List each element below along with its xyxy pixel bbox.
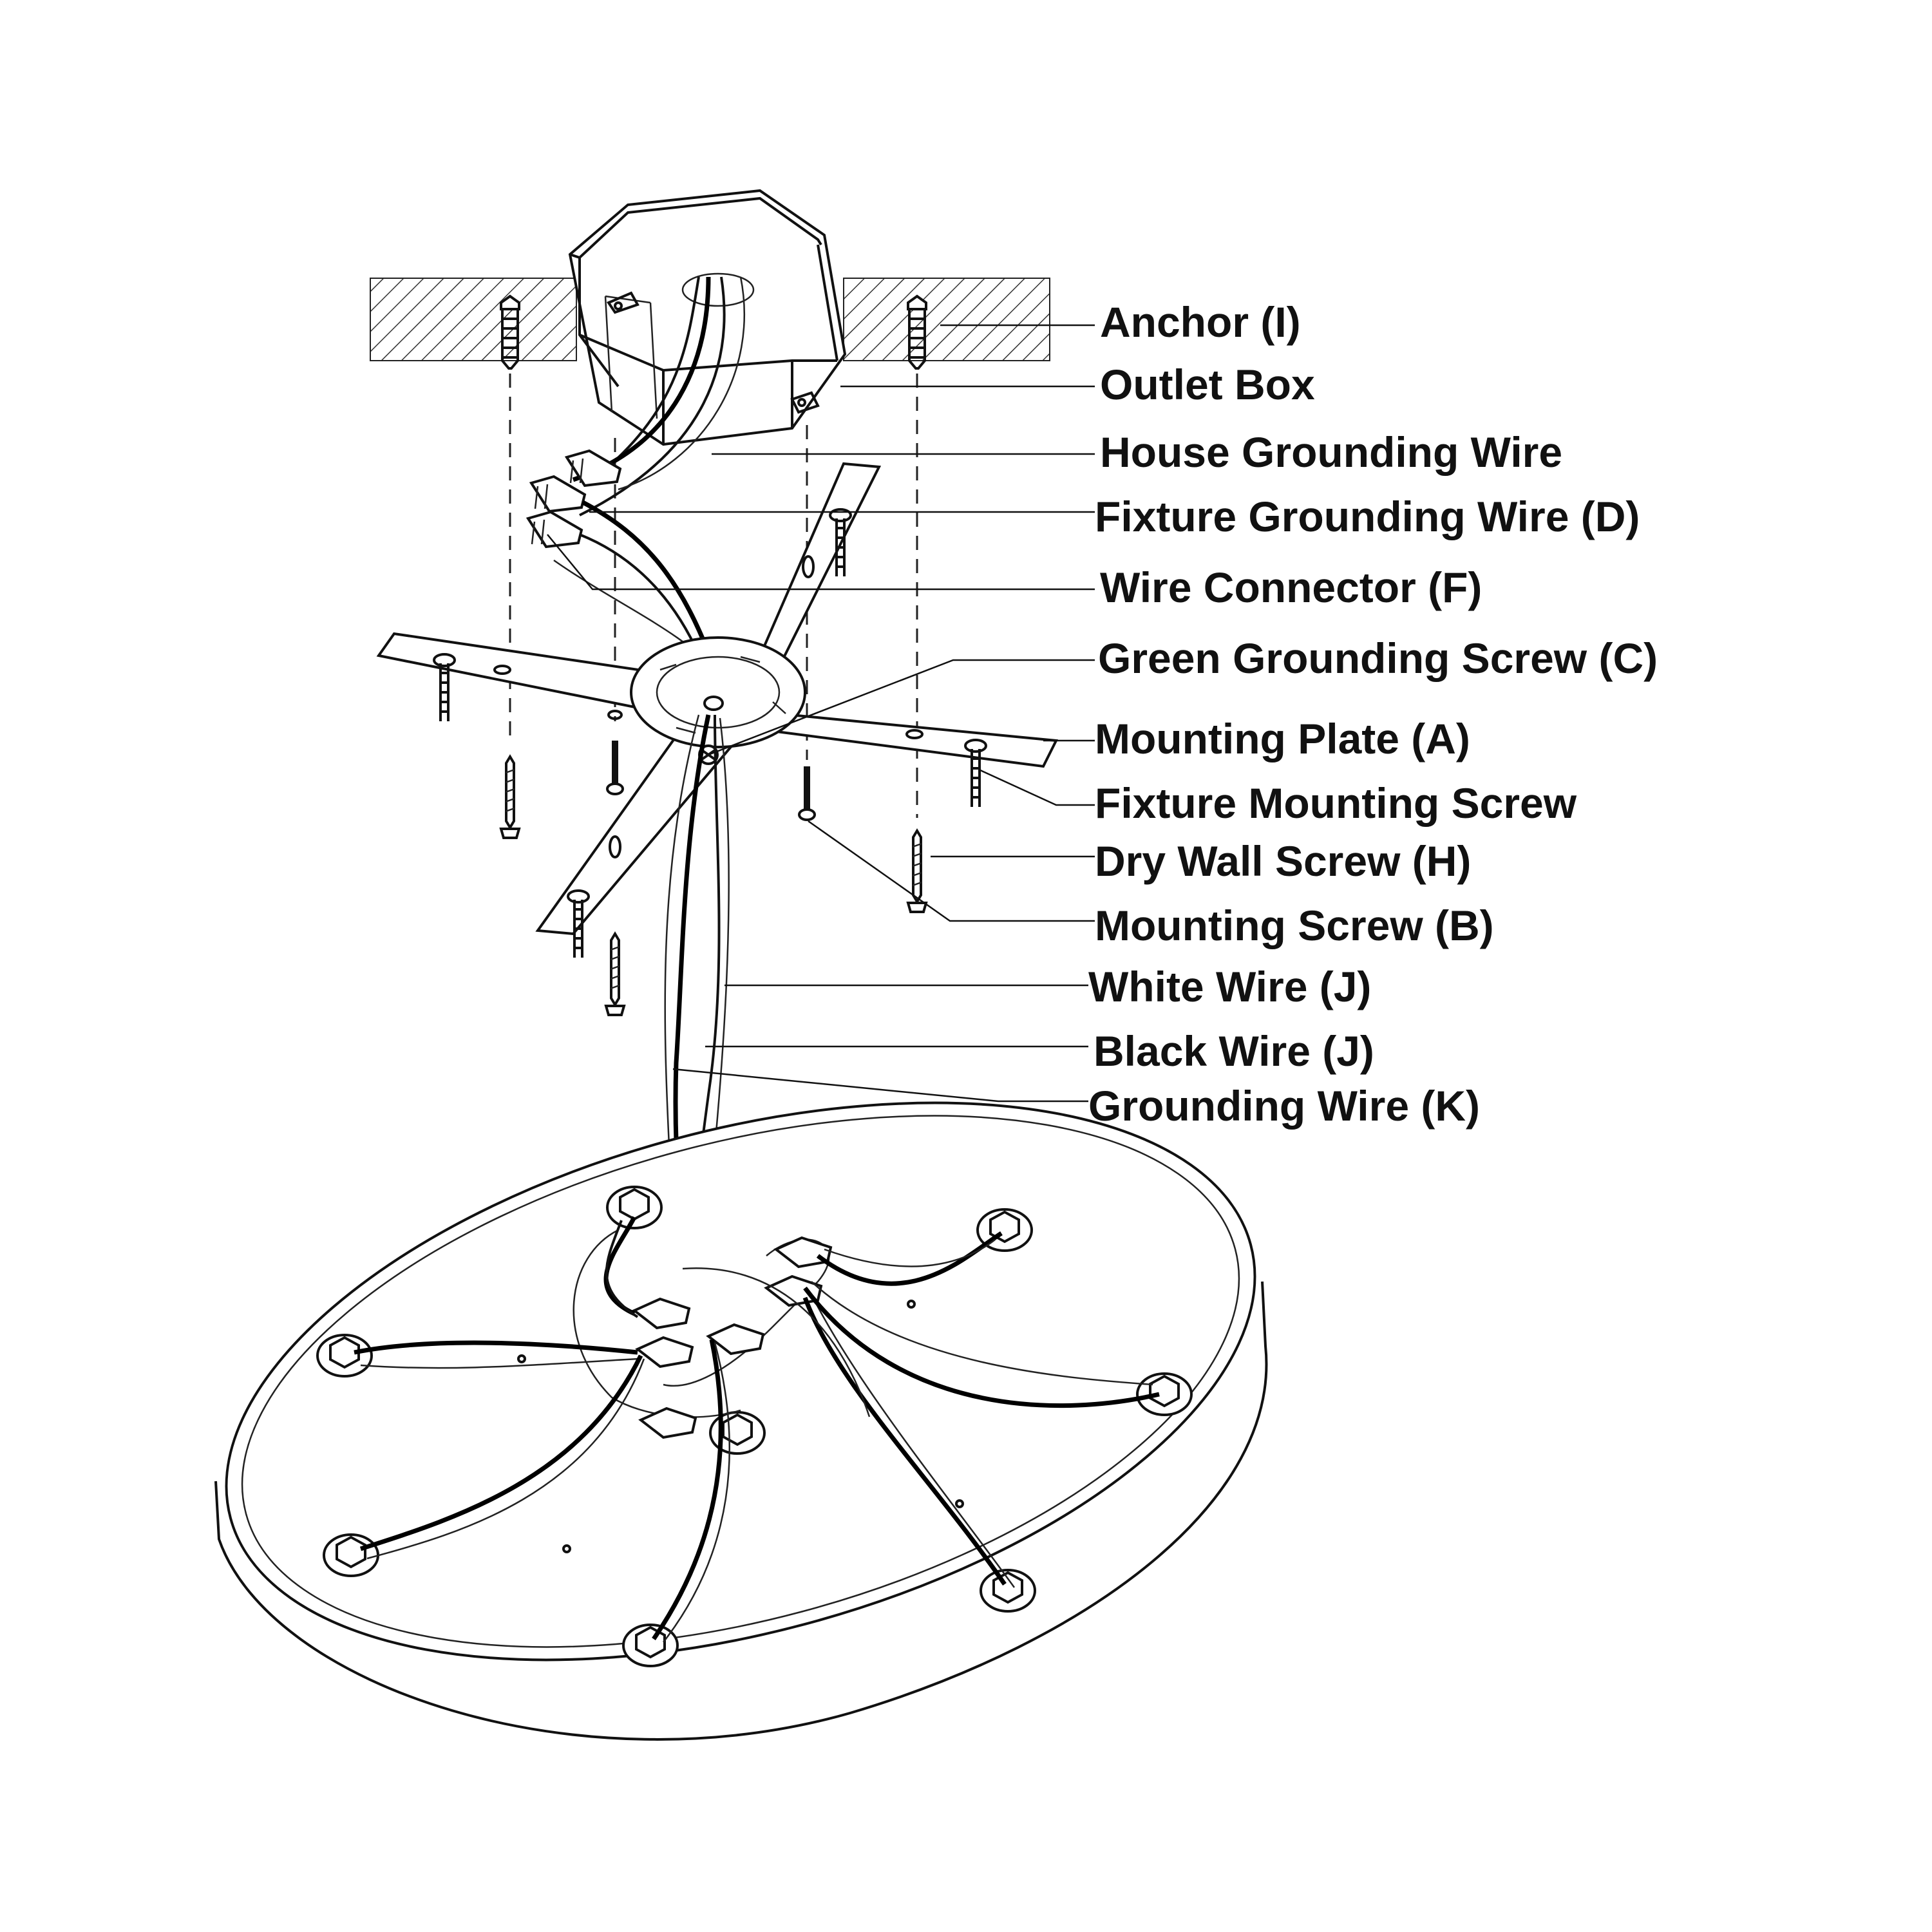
label-black-wire: Black Wire (J) [1094, 1027, 1374, 1075]
label-green-grounding-screw: Green Grounding Screw (C) [1098, 634, 1658, 682]
label-wire-connector: Wire Connector (F) [1100, 564, 1482, 611]
base-holes [517, 1300, 964, 1553]
label-dry-wall-screw: Dry Wall Screw (H) [1095, 837, 1471, 885]
label-fixture-grounding-wire: Fixture Grounding Wire (D) [1095, 493, 1640, 540]
label-house-grounding-wire: House Grounding Wire [1100, 428, 1562, 476]
wire-connectors-top [526, 449, 622, 549]
labels: Anchor (I) Outlet Box House Grounding Wi… [1088, 298, 1658, 1130]
house-wires [572, 276, 746, 516]
mounting-screws [606, 710, 816, 821]
base-wires [354, 1216, 1160, 1643]
anchor-right [907, 294, 927, 370]
anchor-left [500, 294, 520, 370]
label-white-wire: White Wire (J) [1088, 963, 1371, 1010]
label-fixture-mounting-screw: Fixture Mounting Screw [1095, 779, 1577, 827]
label-anchor: Anchor (I) [1100, 298, 1301, 346]
label-outlet-box: Outlet Box [1100, 361, 1315, 408]
wire-connectors-base [632, 1236, 833, 1439]
label-mounting-plate: Mounting Plate (A) [1095, 715, 1470, 762]
ceiling [370, 278, 1050, 361]
leader-lines [547, 324, 1095, 1103]
label-mounting-screw: Mounting Screw (B) [1095, 902, 1494, 949]
lamp-sockets [316, 1186, 1193, 1667]
label-grounding-wire: Grounding Wire (K) [1088, 1082, 1480, 1130]
dry-wall-screws [499, 754, 928, 1016]
